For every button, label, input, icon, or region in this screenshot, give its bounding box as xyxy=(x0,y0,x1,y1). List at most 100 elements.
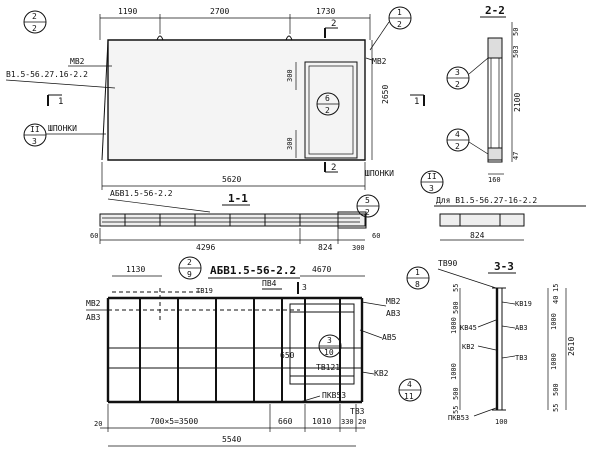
callout-1-1-top: 5 xyxy=(365,196,370,205)
section-3-3: 3-3 ТВ90 КВ19 КВ45 АВ3 КВ2 ТВ3 ПКВ53 100… xyxy=(437,259,576,426)
section-1-left: 1 xyxy=(58,97,63,107)
wall-panel-outline xyxy=(107,39,366,161)
callout-keys-left: II 3 ШПОНКИ xyxy=(23,123,106,147)
dim-1-1-60-left: 60 xyxy=(90,232,98,240)
callout-2-2-b-bottom: 2 xyxy=(455,142,460,151)
cage-mark-kv2: КВ2 xyxy=(374,369,389,378)
dim-2-2-47: 47 xyxy=(512,152,520,160)
cage-callout-c-bottom: 10 xyxy=(324,348,334,357)
lifting-loop-left xyxy=(156,35,164,41)
dim-2-2-160: 160 xyxy=(488,176,501,184)
cage-dim-660: 660 xyxy=(278,417,293,426)
panel-designation: В1.5-56.27.16-2.2 xyxy=(6,70,88,79)
s33-left-1000-b: 1000 xyxy=(450,363,458,380)
cage-mark-av5: АВ5 xyxy=(382,333,397,342)
callout-keys-right: ШПОНКИ II 3 xyxy=(365,169,444,194)
cage-dim-1130: 1130 xyxy=(126,265,145,274)
s33-av3: АВ3 xyxy=(515,324,528,332)
dim-2-2-503: 503 xyxy=(512,45,520,58)
dim-total-5620: 5620 xyxy=(222,175,241,184)
dim-opening-top: 300 xyxy=(286,69,294,82)
s33-total-2610: 2610 xyxy=(567,337,576,356)
s33-kv45: КВ45 xyxy=(460,324,477,332)
dim-1-1-824: 824 xyxy=(318,243,333,252)
callout-opening-bottom: 2 xyxy=(325,106,330,115)
dim-top-1190: 1190 xyxy=(118,7,137,16)
svg-text:2: 2 xyxy=(397,20,402,29)
callout-2-2-a-bottom: 2 xyxy=(455,80,460,89)
detail-right: Для В1.5-56.27-16-2.2 824 xyxy=(434,196,586,241)
keys-left-label: ШПОНКИ xyxy=(48,124,77,133)
svg-text:3: 3 xyxy=(32,137,37,146)
cage-title: АБВ1.5-56-2.2 xyxy=(210,264,296,277)
s33-kv2: КВ2 xyxy=(462,343,475,351)
s33-left-1000-a: 1000 xyxy=(450,317,458,334)
cage-dim-20-right: 20 xyxy=(358,418,366,426)
cage-mark-av3-left: АВ3 xyxy=(86,313,101,322)
section-2-2: 2-2 50 503 2100 47 160 3 2 4 2 xyxy=(446,4,522,184)
cage-callout-d-bottom: 11 xyxy=(404,392,414,401)
s33-left-500-top: 500 xyxy=(452,301,460,314)
s33-right-55: 55 xyxy=(552,404,560,412)
dim-2-2-2100: 2100 xyxy=(513,93,522,112)
callout-1-1-bottom: 2 xyxy=(365,208,370,217)
cage-dim-total-5540: 5540 xyxy=(222,435,241,444)
lifting-loop-right xyxy=(285,35,293,41)
dim-1-1-60-right: 60 xyxy=(372,232,380,240)
s33-left-55-bottom: 55 xyxy=(452,406,460,414)
section-2-2-title: 2-2 xyxy=(485,4,505,17)
section-1-1-title: 1-1 xyxy=(228,192,248,205)
cage-mark-mv2-right: МВ2 xyxy=(386,297,401,306)
dim-opening-bottom: 300 xyxy=(286,137,294,150)
svg-text:2: 2 xyxy=(32,12,37,21)
section-1-1-label: АБВ1.5-56-2.2 xyxy=(110,189,173,198)
s33-right-1000-a: 1000 xyxy=(550,313,558,330)
cage-mark-3: 3 xyxy=(302,283,307,292)
cage-callout-c-top: 3 xyxy=(327,336,332,345)
section-3-3-title: 3-3 xyxy=(494,260,514,273)
reinforcement-cage: АБВ1.5-56-2.2 2 9 1 8 1130 4670 xyxy=(86,256,430,447)
svg-text:II: II xyxy=(427,172,437,181)
cage-mark-av3-right: АВ3 xyxy=(386,309,401,318)
s33-right-40: 40 xyxy=(552,296,560,304)
section-1-1: 1-1 АБВ1.5-56-2.2 5 2 60 4296 824 300 60 xyxy=(90,189,380,252)
panel-opening xyxy=(304,61,358,159)
cage-dim-700x5: 700×5=3500 xyxy=(150,417,198,426)
s33-left-500-bottom: 500 xyxy=(452,387,460,400)
cage-dim-4670: 4670 xyxy=(312,265,331,274)
callout-opening-top: 6 xyxy=(325,94,330,103)
keys-right-label: ШПОНКИ xyxy=(365,169,394,178)
callout-left: 2 2 xyxy=(23,10,47,34)
cage-callout-a-bottom: 9 xyxy=(187,270,192,279)
cage-dim-1010: 1010 xyxy=(312,417,331,426)
callout-2-2-a-top: 3 xyxy=(455,68,460,77)
cage-vertical-bars xyxy=(139,298,341,402)
detail-right-dim: 824 xyxy=(470,231,485,240)
mark-mv2-right: МВ2 xyxy=(372,57,387,66)
s33-tv90: ТВ90 xyxy=(438,259,457,268)
cage-dim-330: 330 xyxy=(341,418,354,426)
cage-mark-pv4: ПВ4 xyxy=(262,279,277,288)
cage-dim-20-left: 20 xyxy=(94,420,102,428)
callout-right: 1 2 xyxy=(369,6,412,51)
cage-callout-a-top: 2 xyxy=(187,258,192,267)
dim-height-2650: 2650 xyxy=(381,85,390,104)
cage-mark-tv3: ТВ3 xyxy=(350,407,365,416)
s33-right-500: 500 xyxy=(552,383,560,396)
dim-1-1-4296: 4296 xyxy=(196,243,215,252)
s33-tv3: ТВ3 xyxy=(515,354,528,362)
s33-left-55-top: 55 xyxy=(452,284,460,292)
cage-dim-650: 650 xyxy=(280,351,295,360)
svg-text:3: 3 xyxy=(429,184,434,193)
s33-right-15: 15 xyxy=(552,284,560,292)
dim-top-1730: 1730 xyxy=(316,7,335,16)
svg-text:1: 1 xyxy=(397,8,402,17)
panel-elevation: 1190 2700 1730 300 300 6 2 2 2 xyxy=(5,6,444,194)
cage-callout-b-bottom: 8 xyxy=(415,280,420,289)
section-2-bottom: 2 xyxy=(331,163,336,173)
section-2-top: 2 xyxy=(331,19,336,29)
section-1-right: 1 xyxy=(414,97,419,107)
mark-mv2-left: МВ2 xyxy=(70,57,85,66)
callout-2-2-b-top: 4 xyxy=(455,130,460,139)
